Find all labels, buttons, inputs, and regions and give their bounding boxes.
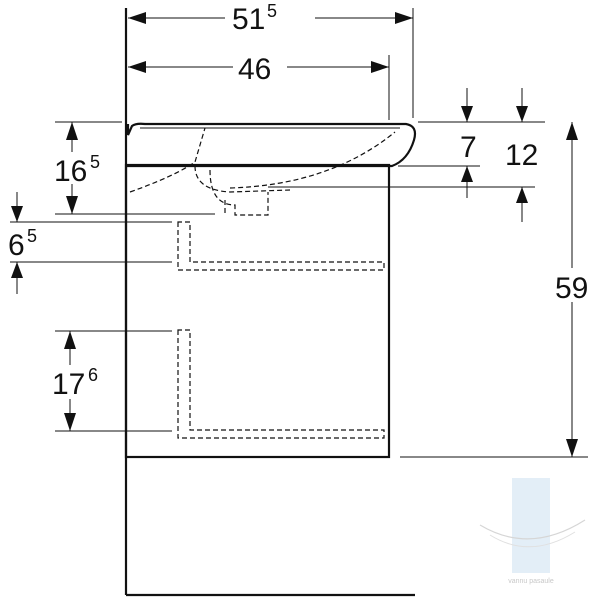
dim-overall-depth: 51 5	[128, 1, 414, 118]
basin-bowl-right	[229, 131, 396, 189]
basin-bowl-left	[129, 127, 206, 193]
dim-label-rim-height: 16	[54, 155, 87, 188]
dim-cabinet-height: 59	[400, 122, 593, 458]
watermark-logo: vannu pasaule	[479, 478, 586, 585]
dim-label-basin: 46	[238, 53, 271, 86]
dim-label-cabinet-height: 59	[555, 272, 588, 305]
arrow-down	[11, 206, 23, 222]
lower-drawer	[177, 329, 385, 439]
arrow-left	[128, 12, 146, 24]
dim-label-rim-to-bottom: 12	[505, 139, 538, 172]
arrow-up	[64, 331, 76, 349]
cabinet-body	[124, 163, 391, 459]
dim-rim-height: 16 5	[52, 121, 215, 215]
upper-drawer	[177, 221, 385, 271]
dim-right-heights: 7 12	[268, 88, 545, 222]
dim-basin-depth: 46	[128, 52, 390, 120]
arrow-right	[371, 61, 389, 73]
arrow-up	[11, 262, 23, 278]
dim-label-rim-thickness: 7	[460, 131, 477, 164]
dim-label-drawer-gap: 6	[8, 229, 25, 262]
dim-label-overall: 51	[232, 3, 265, 36]
arrow-down	[461, 106, 473, 122]
watermark-text: vannu pasaule	[508, 578, 554, 585]
arrow-up	[516, 187, 528, 203]
dim-sup-rim-height: 5	[90, 152, 100, 172]
dim-label-drawer-height: 17	[52, 368, 85, 401]
watermark-bar	[512, 478, 550, 573]
arrow-up	[66, 122, 78, 140]
arrow-up	[461, 166, 473, 182]
arrow-down	[516, 106, 528, 122]
watermark-swoosh-2	[489, 531, 576, 548]
arrow-down	[64, 413, 76, 431]
watermark-swoosh	[479, 519, 586, 540]
dim-drawer-height: 17 6	[50, 330, 172, 432]
arrow-up	[566, 122, 578, 140]
dim-sup-overall: 5	[267, 1, 277, 21]
basin-outline	[126, 122, 417, 168]
dim-drawer-gap: 6 5	[8, 192, 172, 294]
dim-sup-drawer-height: 6	[88, 365, 98, 385]
arrow-right	[395, 12, 413, 24]
arrow-down	[566, 439, 578, 457]
arrow-left	[128, 61, 146, 73]
siphon	[209, 169, 269, 216]
dim-sup-drawer-gap: 5	[27, 226, 37, 246]
basin-bowl-bottom	[194, 165, 291, 193]
basin	[126, 122, 417, 216]
arrow-down	[66, 196, 78, 214]
